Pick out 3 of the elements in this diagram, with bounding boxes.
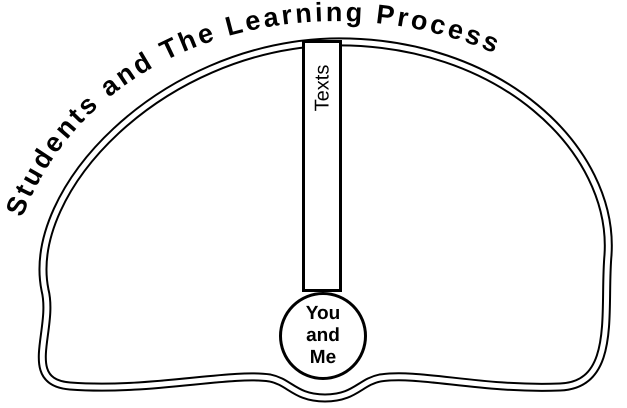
- vertical-bar: [302, 40, 342, 292]
- bar-label: Texts: [310, 64, 334, 112]
- circle-label: You and Me: [304, 303, 342, 369]
